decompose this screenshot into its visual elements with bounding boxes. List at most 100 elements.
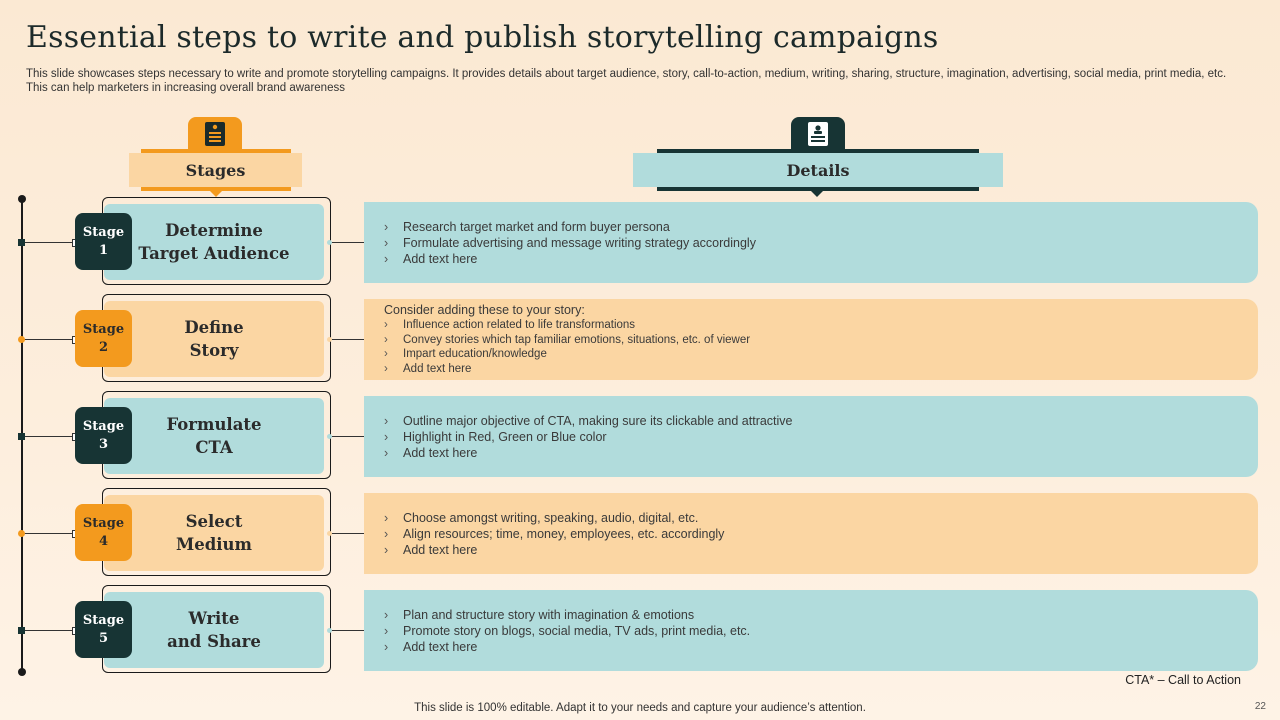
bullet-arrow-icon: › <box>384 319 388 331</box>
stage-name: Formulate CTA <box>104 398 324 474</box>
list-item: › Add text here <box>384 362 1258 377</box>
details-list: › Plan and structure story with imaginat… <box>384 607 1258 655</box>
list-item-text: Add text here <box>403 639 478 654</box>
page-number: 22 <box>1254 701 1266 712</box>
list-item-text: Align resources; time, money, employees,… <box>403 526 725 541</box>
list-item: › Convey stories which tap familiar emot… <box>384 333 1258 348</box>
list-item: › Formulate advertising and message writ… <box>384 235 1258 251</box>
list-item-text: Add text here <box>403 542 478 557</box>
details-list: › Choose amongst writing, speaking, audi… <box>384 510 1258 558</box>
list-item: › Add text here <box>384 639 1258 655</box>
list-item-text: Formulate advertising and message writin… <box>403 235 756 250</box>
timeline-connector <box>22 533 78 534</box>
bullet-arrow-icon: › <box>384 542 389 557</box>
list-item: › Outline major objective of CTA, making… <box>384 413 1258 429</box>
list-item-text: Influence action related to life transfo… <box>403 319 636 331</box>
bullet-arrow-icon: › <box>384 526 389 541</box>
stage-details: Consider adding these to your story: › I… <box>364 299 1258 380</box>
slide-subtitle: This slide showcases steps necessary to … <box>26 68 1227 94</box>
stage-name: Define Story <box>104 301 324 377</box>
bullet-arrow-icon: › <box>384 623 389 638</box>
list-item-text: Outline major objective of CTA, making s… <box>403 413 793 428</box>
details-header-icon-tab <box>791 117 845 151</box>
details-lead: Consider adding these to your story: <box>384 303 585 317</box>
bullet-arrow-icon: › <box>384 429 389 444</box>
list-item-text: Impart education/knowledge <box>403 348 547 360</box>
bullet-arrow-icon: › <box>384 607 389 622</box>
detail-connector <box>330 533 364 534</box>
details-list: › Outline major objective of CTA, making… <box>384 413 1258 461</box>
list-item: › Influence action related to life trans… <box>384 318 1258 333</box>
details-header-notch <box>811 191 823 197</box>
bullet-arrow-icon: › <box>384 251 389 266</box>
timeline-tick <box>18 433 25 440</box>
stage-badge: Stage 4 <box>75 504 132 561</box>
bullet-arrow-icon: › <box>384 445 389 460</box>
bullet-arrow-icon: › <box>384 235 389 250</box>
stage-name: Select Medium <box>104 495 324 571</box>
bullet-arrow-icon: › <box>384 348 388 360</box>
bullet-arrow-icon: › <box>384 413 389 428</box>
list-item-text: Add text here <box>403 251 478 266</box>
stage-details: › Choose amongst writing, speaking, audi… <box>364 493 1258 574</box>
stages-header-notch <box>210 191 222 197</box>
list-item-text: Highlight in Red, Green or Blue color <box>403 429 607 444</box>
timeline-tick <box>18 627 25 634</box>
detail-connector-dot <box>327 628 332 633</box>
list-item-text: Plan and structure story with imaginatio… <box>403 607 695 622</box>
list-item-text: Promote story on blogs, social media, TV… <box>403 623 751 638</box>
list-item-text: Add text here <box>403 445 478 460</box>
timeline-connector <box>22 242 78 243</box>
stage-name: Determine Target Audience <box>104 204 324 280</box>
list-item-text: Choose amongst writing, speaking, audio,… <box>403 510 699 525</box>
bullet-arrow-icon: › <box>384 639 389 654</box>
bullet-arrow-icon: › <box>384 333 388 346</box>
detail-connector <box>330 630 364 631</box>
stage-details: › Outline major objective of CTA, making… <box>364 396 1258 477</box>
timeline-end-dot <box>18 668 26 676</box>
list-item: › Add text here <box>384 251 1258 267</box>
stage-name: Write and Share <box>104 592 324 668</box>
list-item: › Add text here <box>384 445 1258 461</box>
list-item: › Promote story on blogs, social media, … <box>384 623 1258 639</box>
stages-header-icon-tab <box>188 117 242 151</box>
list-item-text: Add text here <box>403 362 472 375</box>
detail-connector-dot <box>327 240 332 245</box>
timeline-tick <box>18 239 25 246</box>
list-item: › Impart education/knowledge <box>384 347 1258 362</box>
detail-connector <box>330 339 364 340</box>
details-list: › Research target market and form buyer … <box>384 219 1258 267</box>
timeline-tick <box>18 530 25 537</box>
timeline-connector <box>22 436 78 437</box>
timeline-connector <box>22 339 78 340</box>
list-item-text: Convey stories which tap familiar emotio… <box>403 333 751 346</box>
slide-title: Essential steps to write and publish sto… <box>26 20 939 55</box>
stage-badge: Stage 3 <box>75 407 132 464</box>
timeline-start-dot <box>18 195 26 203</box>
detail-connector-dot <box>327 337 332 342</box>
details-list: › Influence action related to life trans… <box>384 318 1258 376</box>
list-item: › Add text here <box>384 542 1258 558</box>
document-list-icon <box>205 122 225 146</box>
list-item: › Plan and structure story with imaginat… <box>384 607 1258 623</box>
bullet-arrow-icon: › <box>384 510 389 525</box>
list-item: › Highlight in Red, Green or Blue color <box>384 429 1258 445</box>
detail-connector-dot <box>327 531 332 536</box>
id-card-icon <box>808 122 828 146</box>
cta-footnote: CTA* – Call to Action <box>1125 673 1241 687</box>
slide-footer: This slide is 100% editable. Adapt it to… <box>414 702 866 714</box>
stages-header-label: Stages <box>129 153 302 187</box>
list-item: › Research target market and form buyer … <box>384 219 1258 235</box>
timeline-tick <box>18 336 25 343</box>
stage-badge: Stage 2 <box>75 310 132 367</box>
stage-details: › Research target market and form buyer … <box>364 202 1258 283</box>
details-header-label: Details <box>633 153 1003 187</box>
bullet-arrow-icon: › <box>384 219 389 234</box>
detail-connector <box>330 242 364 243</box>
stage-badge: Stage 1 <box>75 213 132 270</box>
detail-connector-dot <box>327 434 332 439</box>
stage-badge: Stage 5 <box>75 601 132 658</box>
detail-connector <box>330 436 364 437</box>
stage-details: › Plan and structure story with imaginat… <box>364 590 1258 671</box>
list-item-text: Research target market and form buyer pe… <box>403 219 670 234</box>
